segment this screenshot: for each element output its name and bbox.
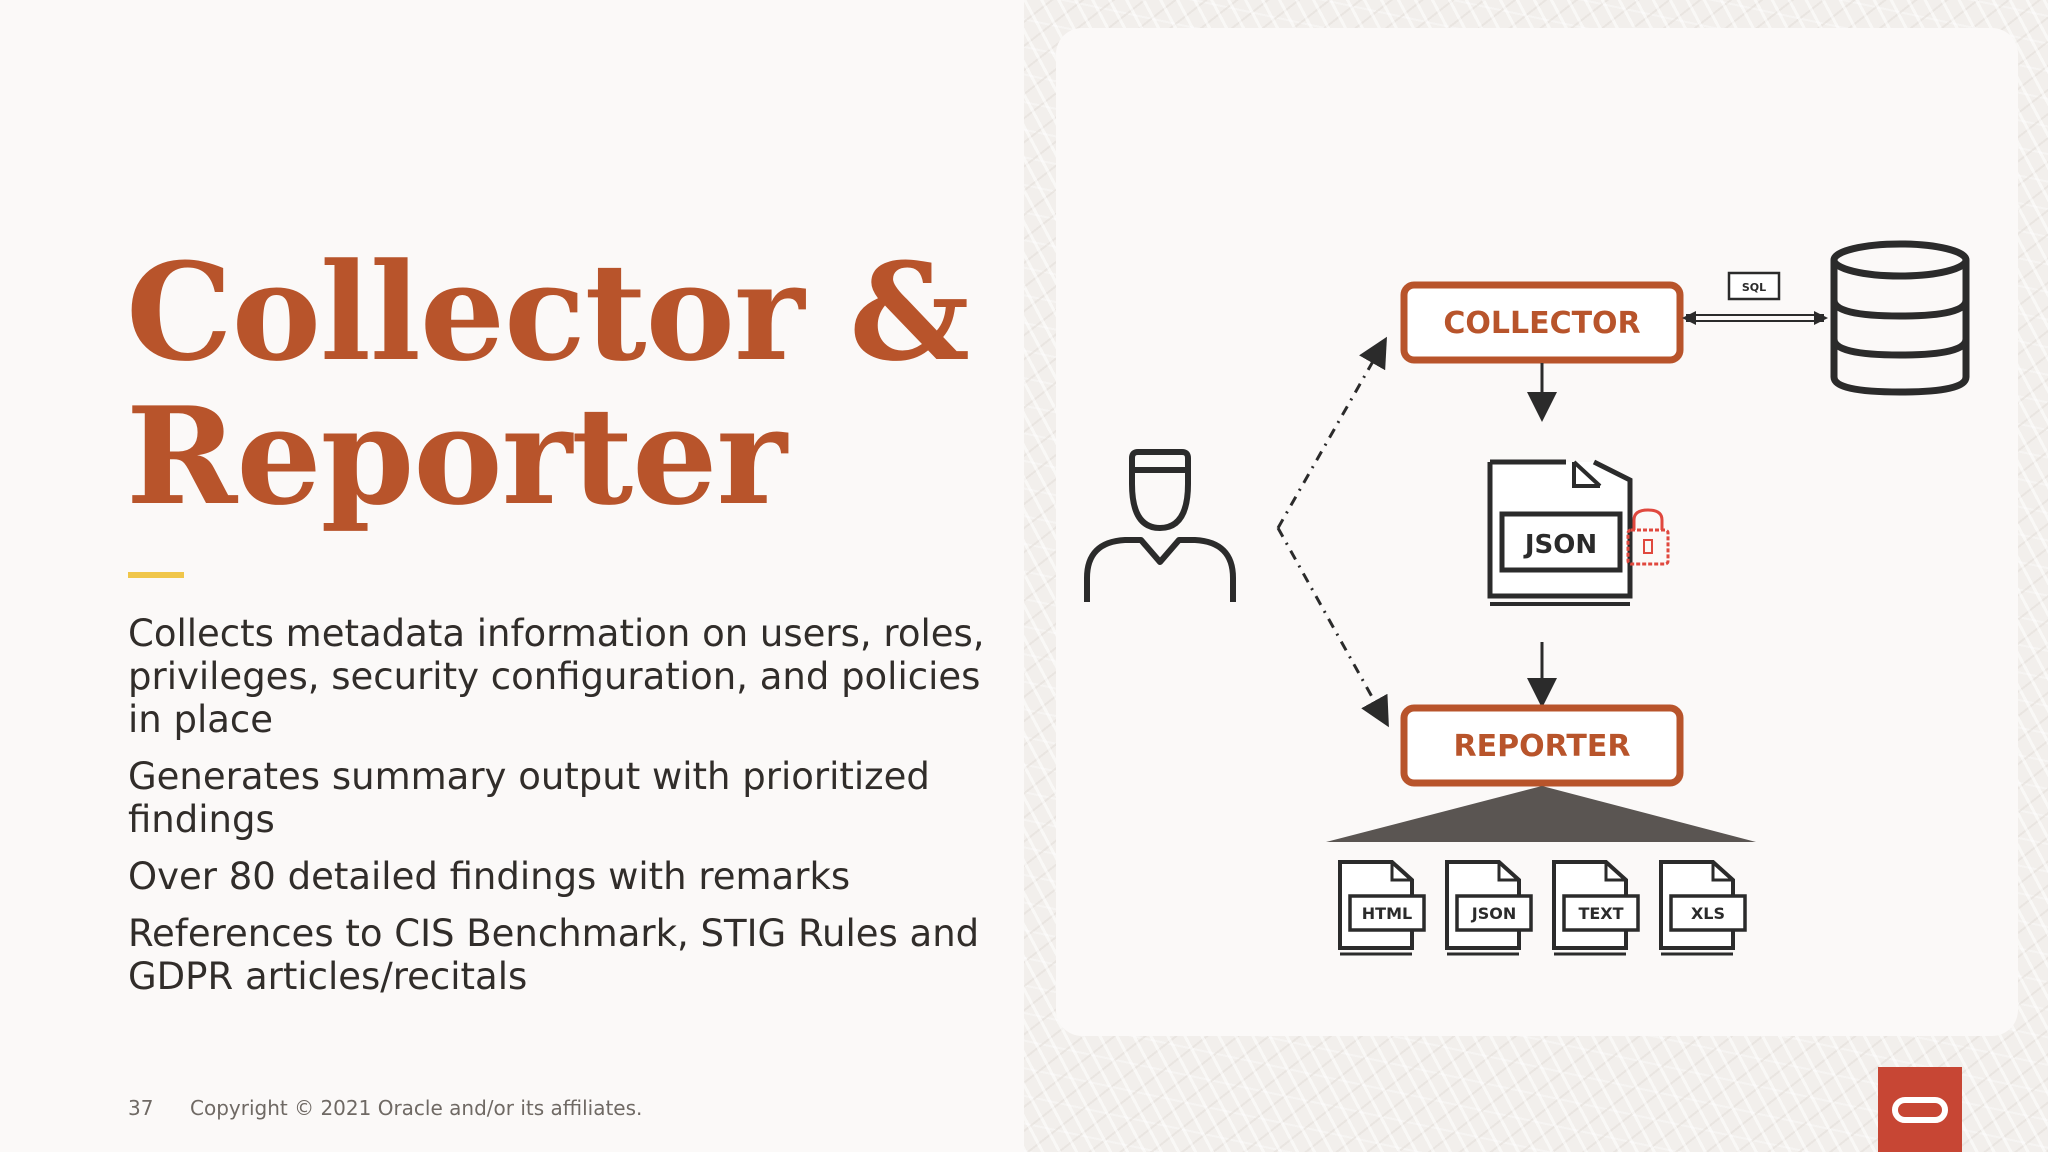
output-file-html-icon: HTML: [1338, 860, 1426, 956]
oracle-logo: [1878, 1067, 1962, 1152]
collector-label: COLLECTOR: [1443, 306, 1640, 341]
title-line-1: Collector &: [126, 233, 970, 391]
page-number: 37: [128, 1096, 154, 1120]
json-label: JSON: [1523, 530, 1597, 560]
database-icon: [1830, 240, 1970, 396]
collector-box: COLLECTOR: [1400, 281, 1684, 364]
slide-title: Collector & Reporter: [126, 240, 986, 528]
reporter-label: REPORTER: [1454, 729, 1631, 764]
bullet-item: Collects metadata information on users, …: [128, 612, 985, 741]
title-underline: [128, 572, 184, 578]
user-icon: [1084, 449, 1236, 602]
output-file-text-icon: TEXT: [1552, 860, 1640, 956]
output-file-xls-icon: XLS: [1659, 860, 1747, 956]
sql-label: SQL: [1742, 281, 1766, 294]
lock-icon: [1626, 508, 1670, 566]
collector-database-link: [1682, 311, 1828, 325]
title-line-2: Reporter: [126, 377, 787, 535]
reporter-box: REPORTER: [1400, 704, 1684, 787]
output-file-label: TEXT: [1578, 904, 1623, 923]
output-file-label: XLS: [1691, 904, 1725, 923]
bullet-list: Collects metadata information on users, …: [128, 612, 988, 1012]
output-file-label: JSON: [1471, 904, 1516, 923]
json-document-icon: JSON: [1487, 459, 1633, 606]
copyright-text: Copyright © 2021 Oracle and/or its affil…: [190, 1096, 643, 1120]
dashed-arrow-to-collector: [1276, 336, 1387, 529]
bullet-item: Over 80 detailed findings with remarks: [128, 855, 851, 898]
bullet-item: Generates summary output with prioritize…: [128, 755, 930, 841]
sql-tag: SQL: [1727, 271, 1781, 301]
output-file-json-icon: JSON: [1445, 860, 1533, 956]
bullet-item: References to CIS Benchmark, STIG Rules …: [128, 912, 980, 998]
output-fan: [1326, 786, 1756, 842]
dashed-arrow-to-reporter: [1276, 527, 1389, 728]
output-file-label: HTML: [1362, 904, 1412, 923]
output-files: HTML JSON TEXT XLS: [1338, 860, 1747, 956]
oracle-logo-icon: [1892, 1097, 1948, 1123]
